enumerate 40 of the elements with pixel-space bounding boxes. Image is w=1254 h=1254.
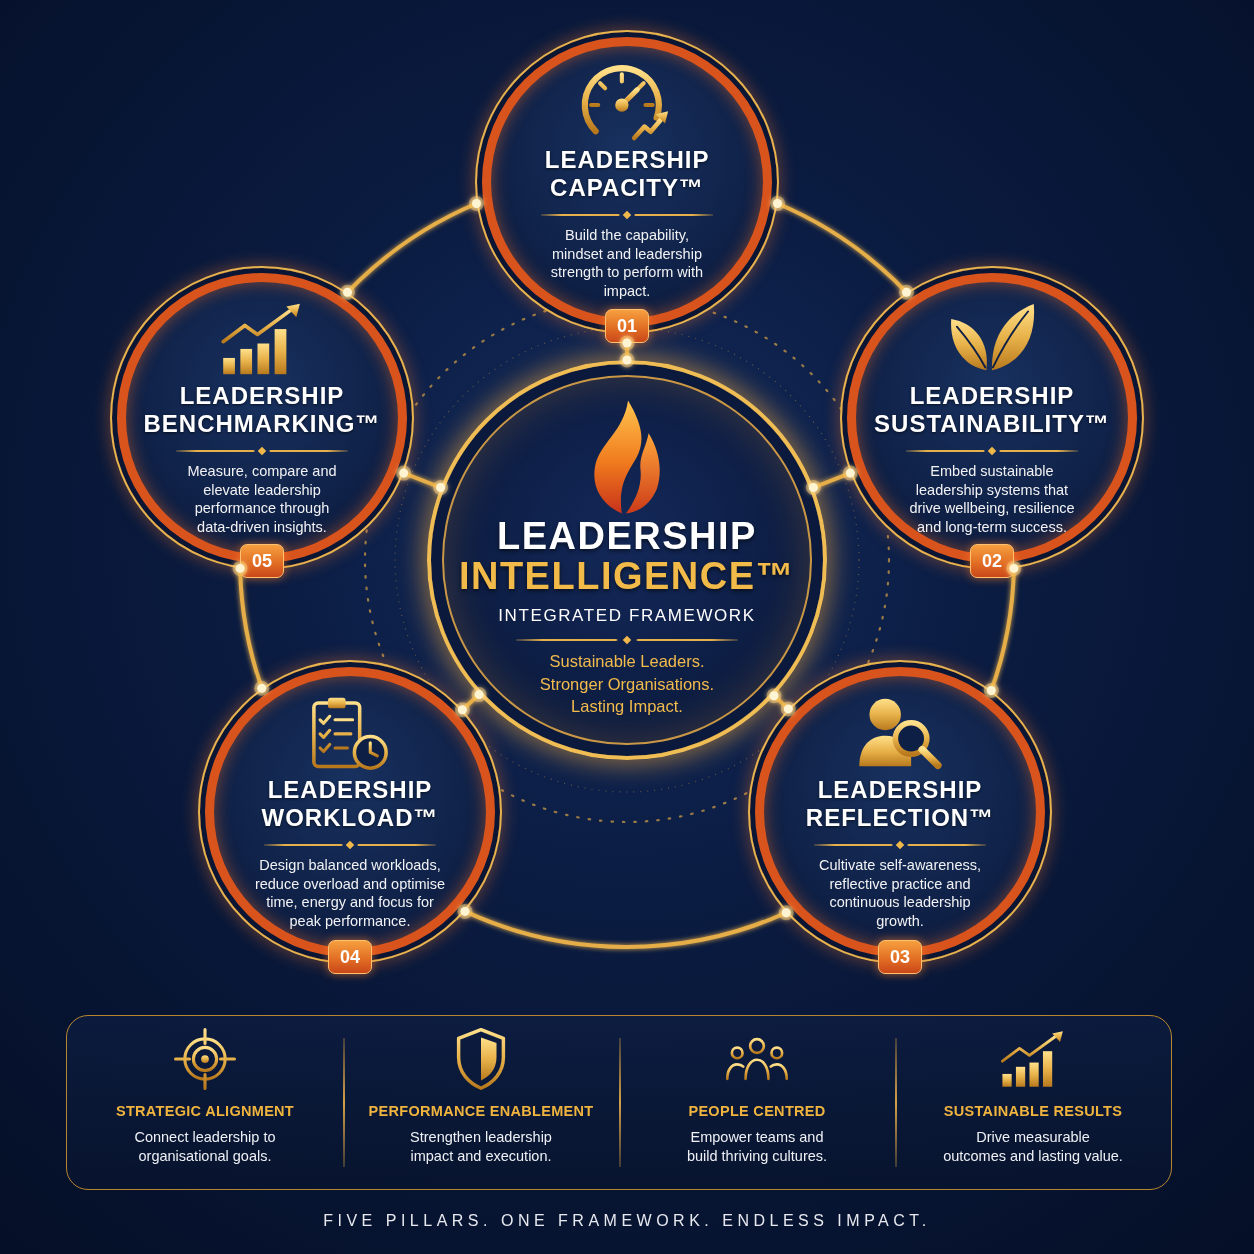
number-badge: 02: [970, 544, 1014, 578]
connector-line: [396, 465, 449, 495]
connector-line: [457, 903, 794, 949]
column-heading: PERFORMANCE ENABLEMENT: [368, 1102, 594, 1120]
pillar-title: LEADERSHIP REFLECTION™: [805, 776, 995, 832]
pillar-description: Build the capability, mindset and leadership strength to perform with impact.: [549, 226, 705, 300]
pillar-description: Embed sustainable leadership systems that drive wellbeing, resilience and long-term success.: [908, 462, 1076, 536]
number-badge: 05: [240, 544, 284, 578]
number-badge: 01: [605, 309, 649, 343]
column-text: Strengthen leadership impact and execution.: [409, 1128, 553, 1166]
tagline: Sustainable Leaders. Stronger Organisations. Lasting Impact.: [538, 651, 716, 717]
pillar-title: LEADERSHIP BENCHMARKING™: [143, 382, 381, 438]
pillar-title: LEADERSHIP CAPACITY™: [544, 146, 710, 202]
column-text: Empower teams and build thriving cultures.: [685, 1128, 829, 1166]
column-heading: PEOPLE CENTRED: [688, 1102, 826, 1120]
footer-slogan: FIVE PILLARS. ONE FRAMEWORK. ENDLESS IMPACT.: [323, 1211, 931, 1231]
framework-subtitle: INTEGRATED FRAMEWORK: [498, 605, 756, 627]
pillar-description: Measure, compare and elevate leadership performance through data-driven insights.: [186, 462, 338, 536]
framework-title: INTELLIGENCE™: [458, 556, 796, 596]
hub-circle: [427, 360, 827, 760]
column-heading: STRATEGIC ALIGNMENT: [115, 1102, 295, 1120]
connector-line: [770, 196, 914, 300]
framework-title: LEADERSHIP: [497, 516, 757, 556]
connector-line: [983, 560, 1022, 698]
number-badge: 03: [878, 940, 922, 974]
connector-line: [619, 335, 635, 368]
connector-line: [805, 465, 858, 495]
column-text: Connect leadership to organisational goals.: [133, 1128, 277, 1166]
column-text: Drive measurable outcomes and lasting value.: [942, 1128, 1124, 1166]
column-heading: SUSTAINABLE RESULTS: [943, 1102, 1123, 1120]
number-badge: 04: [328, 940, 372, 974]
pillar-title: LEADERSHIP WORKLOAD™: [261, 776, 439, 832]
pillar-title: LEADERSHIP SUSTAINABILITY™: [874, 382, 1110, 438]
pillar-description: Design balanced workloads, reduce overload and optimise time, energy and focus for peak performance.: [253, 856, 447, 930]
connector-line: [454, 687, 487, 718]
connector-line: [232, 560, 270, 696]
pillar-description: Cultivate self-awareness, reflective practice and continuous leadership growth.: [818, 856, 982, 930]
connector-line: [766, 688, 796, 717]
summary-panel: [66, 1015, 1172, 1190]
connector-line: [340, 196, 484, 300]
